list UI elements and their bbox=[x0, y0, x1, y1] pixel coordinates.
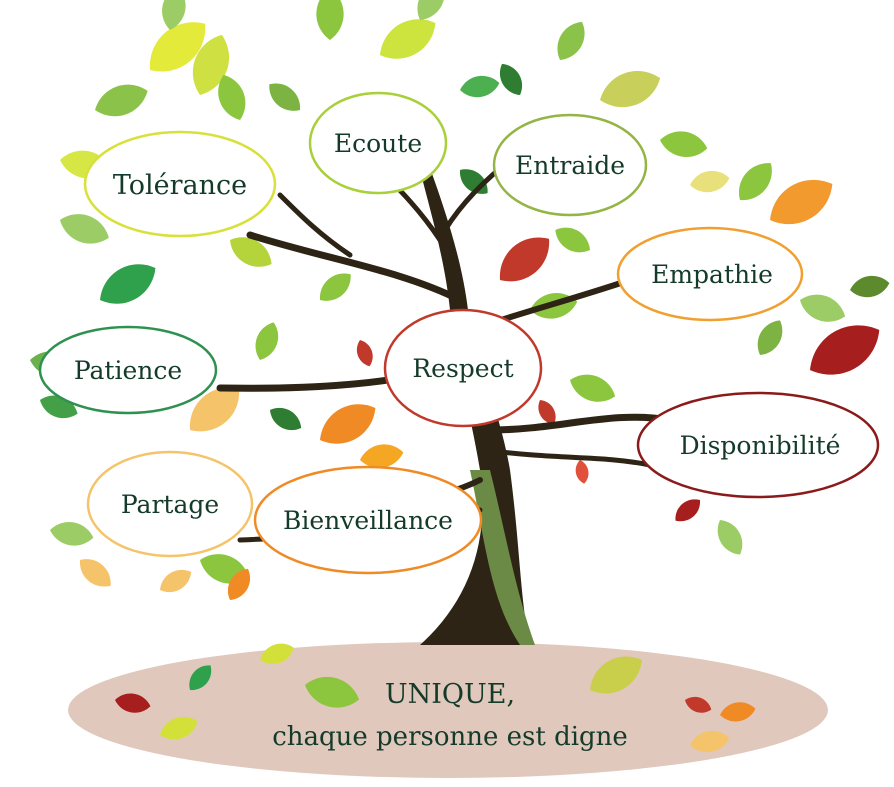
bubble-bienveillance-label: Bienveillance bbox=[283, 506, 453, 535]
bubble-empathie: Empathie bbox=[616, 226, 804, 322]
bubble-disponibilite-label: Disponibilité bbox=[680, 431, 841, 460]
bubble-respect-label: Respect bbox=[412, 354, 513, 383]
bubble-disponibilite: Disponibilité bbox=[636, 391, 880, 499]
bubble-bienveillance: Bienveillance bbox=[253, 465, 483, 575]
bubble-partage: Partage bbox=[86, 450, 254, 558]
bubble-tolerance-label: Tolérance bbox=[113, 170, 247, 201]
bubble-empathie-label: Empathie bbox=[651, 260, 773, 289]
bubble-entraide-label: Entraide bbox=[515, 151, 625, 180]
bubble-partage-label: Partage bbox=[121, 490, 219, 519]
bubble-tolerance: Tolérance bbox=[83, 130, 277, 238]
ground-title: UNIQUE, bbox=[385, 679, 515, 710]
bubble-entraide: Entraide bbox=[492, 113, 648, 217]
bubble-respect: Respect bbox=[383, 308, 543, 428]
bubble-patience: Patience bbox=[38, 325, 218, 415]
bubble-ecoute-label: Ecoute bbox=[334, 129, 422, 158]
bubble-patience-label: Patience bbox=[74, 356, 182, 385]
bubble-ecoute: Ecoute bbox=[308, 91, 448, 195]
ground-ellipse bbox=[68, 642, 828, 778]
ground-subtitle: chaque personne est digne bbox=[272, 722, 628, 752]
